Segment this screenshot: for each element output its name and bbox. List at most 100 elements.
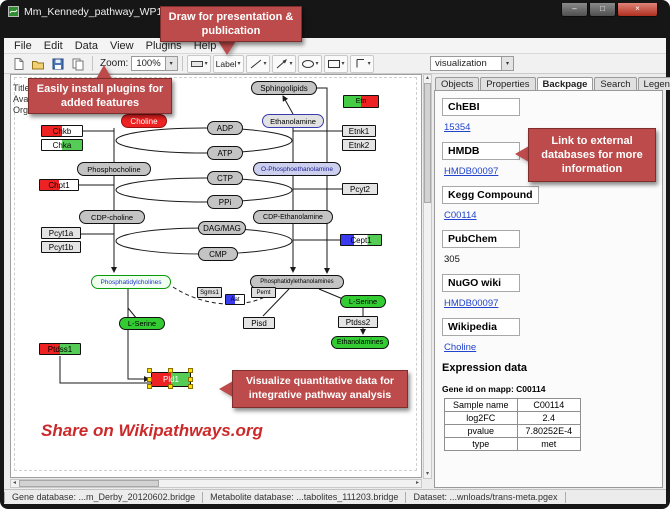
nugo-header: NuGO wiki (442, 274, 520, 292)
selection-handle[interactable] (147, 376, 152, 382)
tab-backpage[interactable]: Backpage (536, 77, 594, 90)
maximize-button[interactable]: □ (589, 3, 616, 17)
node-adp[interactable]: ADP (207, 121, 243, 135)
table-row: pvalue 7.80252E-4 (444, 424, 582, 438)
nugo-link[interactable]: HMDB00097 (444, 298, 499, 309)
node-chkb[interactable]: Chkb (41, 125, 83, 137)
backpage-section: NuGO wiki HMDB00097 (442, 274, 655, 309)
menu-plugins[interactable]: Plugins (145, 39, 182, 52)
selection-handle[interactable] (188, 368, 193, 373)
node-ptdss2[interactable]: Ptdss2 (338, 316, 378, 328)
node-phosphatidylcholines[interactable]: Phosphatidylcholines (91, 275, 171, 289)
chebi-link[interactable]: 15354 (444, 122, 471, 133)
hmdb-link[interactable]: HMDB00097 (444, 166, 499, 177)
label-tool[interactable]: Label▾ (212, 54, 244, 73)
menu-view[interactable]: View (109, 39, 134, 52)
node-ethanolamines[interactable]: Ethanolamines (331, 336, 389, 349)
node-aat[interactable]: Aat (225, 294, 245, 305)
hmdb-header: HMDB (442, 142, 520, 160)
node-atp[interactable]: ATP (207, 146, 243, 160)
node-pcyt1b[interactable]: Pcyt1b (41, 241, 81, 253)
chevron-down-icon[interactable]: ▾ (164, 57, 177, 70)
save-icon[interactable] (48, 55, 68, 73)
node-phosphocholine[interactable]: Phosphocholine (77, 162, 151, 176)
close-button[interactable]: × (617, 3, 658, 17)
selection-handle[interactable] (188, 384, 193, 389)
new-file-icon[interactable] (8, 55, 28, 73)
tab-legend[interactable]: Legend (637, 77, 670, 90)
node-sgms1[interactable]: Sgms1 (197, 287, 222, 298)
menu-edit[interactable]: Edit (43, 39, 63, 52)
callout-arrow-down (218, 41, 236, 55)
vertical-scrollbar[interactable]: ▴ ▾ (423, 74, 432, 479)
node-cdp-choline[interactable]: CDP-choline (79, 210, 145, 224)
node-etn[interactable]: Etn (343, 95, 379, 108)
node-cdp-ethanolamine[interactable]: CDP-Ethanolamine (253, 210, 333, 224)
scroll-right-icon[interactable]: ▸ (415, 480, 419, 486)
copy-icon[interactable] (68, 55, 88, 73)
menu-file[interactable]: File (14, 39, 32, 52)
node-etnk1[interactable]: Etnk1 (342, 125, 376, 137)
node-pisd[interactable]: Pisd (243, 317, 275, 329)
scroll-up-icon[interactable]: ▴ (425, 75, 429, 81)
bracket-tool[interactable]: ▾ (349, 54, 374, 73)
scroll-left-icon[interactable]: ◂ (12, 480, 16, 486)
visualization-combobox[interactable]: visualization ▾ (430, 56, 514, 71)
zoom-combobox[interactable]: 100% ▾ (131, 56, 178, 71)
title-bar: Mm_Kennedy_pathway_WP1771_45176.gp... – … (4, 3, 666, 20)
node-o-phosphoethanolamine[interactable]: O-Phosphoethanolamine (253, 162, 341, 176)
node-chka[interactable]: Chka (41, 139, 83, 151)
node-pcyt2[interactable]: Pcyt2 (342, 183, 378, 195)
node-chpt1[interactable]: Chpt1 (39, 179, 79, 191)
node-etnk2[interactable]: Etnk2 (342, 139, 376, 151)
backpage-content: ChEBI 15354 HMDB HMDB00097 Kegg Compound… (434, 90, 663, 488)
status-bar: Gene database: ...m_Derby_20120602.bridg… (4, 489, 666, 504)
datanode-tool[interactable]: ▾ (186, 54, 211, 73)
kegg-link[interactable]: C00114 (444, 210, 477, 221)
scrollbar-thumb[interactable] (19, 480, 159, 487)
table-cell: 7.80252E-4 (516, 424, 582, 438)
selection-handle[interactable] (147, 384, 152, 389)
open-folder-icon[interactable] (28, 55, 48, 73)
node-ptdss1[interactable]: Ptdss1 (39, 343, 81, 355)
line-tool[interactable]: ▾ (245, 54, 270, 73)
tab-search[interactable]: Search (594, 77, 637, 90)
node-pcyt1a[interactable]: Pcyt1a (41, 227, 81, 239)
node-sphingolipids[interactable]: Sphingolipids (251, 81, 317, 95)
node-ctp[interactable]: CTP (207, 171, 243, 185)
node-phosphatidylethanolamines[interactable]: Phosphatidylethanolamines (250, 275, 344, 289)
ellipse-tool[interactable]: ▾ (297, 54, 322, 73)
node-pemt[interactable]: Pemt (251, 287, 276, 298)
node-dag-mag[interactable]: DAG/MAG (198, 221, 246, 235)
tab-objects[interactable]: Objects (435, 77, 480, 90)
pathway-info-label: Avail (13, 94, 33, 104)
node-l-serine[interactable]: L-Serine (340, 295, 386, 308)
selection-handle[interactable] (168, 384, 173, 389)
selection-handle[interactable] (168, 368, 173, 373)
selection-handle[interactable] (147, 368, 152, 373)
table-cell: met (516, 437, 582, 451)
metabolite-database-status: Metabolite database: ...tabolites_111203… (202, 491, 405, 503)
menu-data[interactable]: Data (74, 39, 98, 52)
node-l-serine[interactable]: L-Serine (119, 317, 165, 330)
wikipedia-link[interactable]: Choline (444, 342, 477, 353)
table-row: type met (444, 437, 582, 451)
minimize-button[interactable]: – (561, 3, 588, 17)
scrollbar-thumb[interactable] (424, 83, 431, 203)
selection-handle[interactable] (188, 376, 193, 382)
node-cept1[interactable]: Cept1 (340, 234, 382, 246)
arrow-tool[interactable]: ▾ (271, 54, 296, 73)
gene-id-line: Gene id on mapp: C00114 (442, 384, 546, 394)
scroll-down-icon[interactable]: ▾ (425, 471, 429, 477)
horizontal-scrollbar[interactable]: ◂ ▸ (10, 479, 422, 488)
node-choline[interactable]: Choline (121, 114, 167, 128)
tab-properties[interactable]: Properties (480, 77, 536, 90)
menu-help[interactable]: Help (193, 39, 217, 52)
node-ethanolamine[interactable]: Ethanolamine (262, 114, 324, 128)
callout-arrow-left (219, 381, 233, 397)
rectangle-tool[interactable]: ▾ (323, 54, 348, 73)
chevron-down-icon[interactable]: ▾ (501, 57, 513, 70)
node-ppi[interactable]: PPi (207, 195, 243, 209)
node-cmp[interactable]: CMP (198, 247, 238, 261)
